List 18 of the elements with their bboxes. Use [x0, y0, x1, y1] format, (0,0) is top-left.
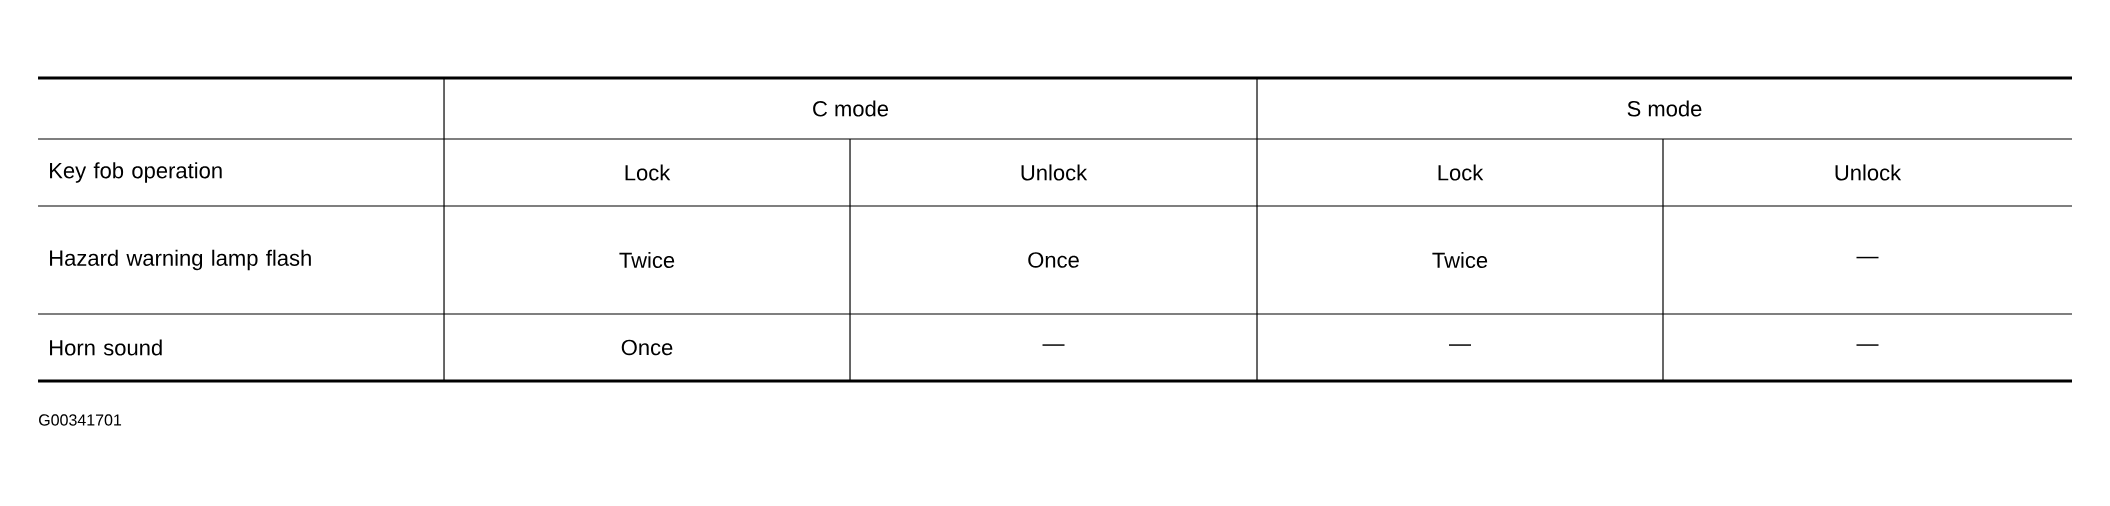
table-value: —	[1042, 344, 1065, 346]
row-label: Hazard warning lamp flash	[50, 249, 311, 271]
row-label: Horn sound	[50, 339, 162, 356]
table-value: Twice	[619, 251, 675, 269]
table-value: Lock	[1438, 164, 1484, 181]
figure-code: G00341701	[39, 414, 122, 426]
table-value: Unlock	[1835, 164, 1902, 181]
table-value: —	[1856, 344, 1879, 346]
table-value: Once	[1028, 252, 1079, 268]
table-value: Twice	[1432, 251, 1488, 269]
table-value: Once	[621, 339, 673, 356]
row-label: Key fob operation	[50, 162, 222, 183]
column-header: S mode	[1627, 100, 1702, 117]
table-value: Lock	[625, 164, 671, 181]
table-value: —	[1856, 256, 1879, 259]
table-value: Unlock	[1021, 164, 1088, 181]
column-header: C mode	[813, 100, 889, 117]
table-value: —	[1449, 344, 1471, 346]
